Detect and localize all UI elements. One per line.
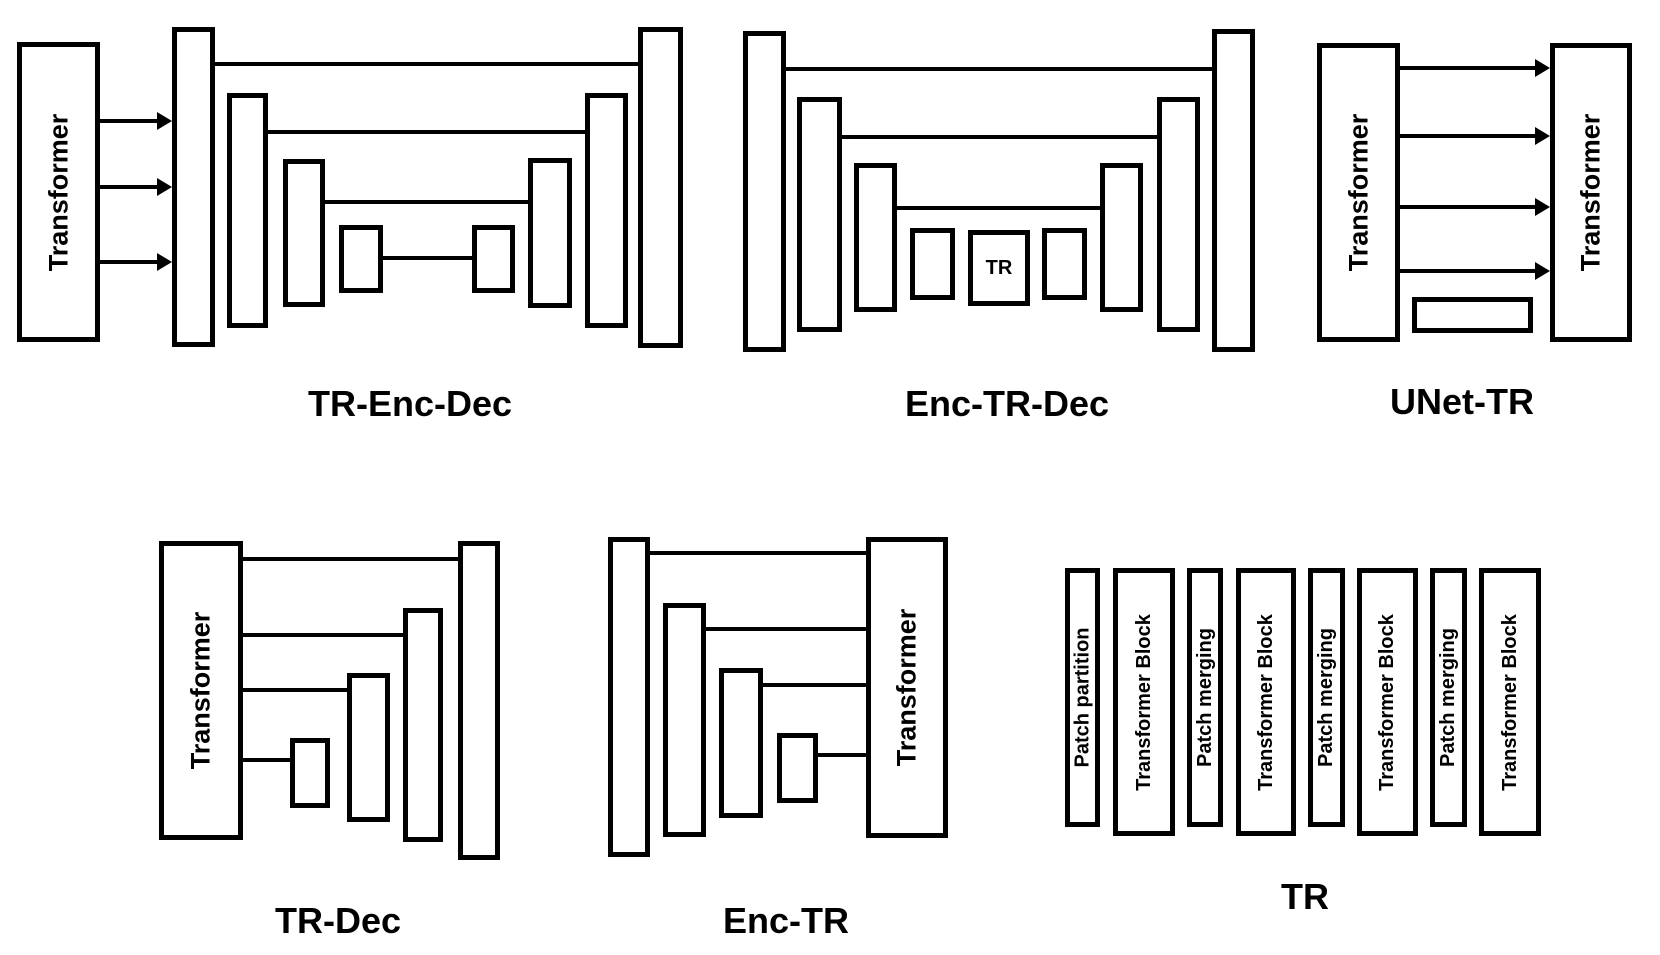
transformer-label: Transformer <box>891 608 922 767</box>
transformer-label: Transformer <box>43 113 73 271</box>
patch-partition-label: Patch partition <box>1071 627 1094 768</box>
encoder-bar-2 <box>663 603 706 837</box>
decoder-bar-2 <box>585 93 628 328</box>
connector-4 <box>818 753 866 757</box>
bottleneck-connection <box>383 256 472 260</box>
connector-1 <box>243 557 458 561</box>
decoder-bar-4 <box>472 225 515 293</box>
decoder-bar-3 <box>347 673 390 822</box>
skip-connection-2 <box>268 130 585 134</box>
transformer-block-label: Transformer Block <box>1254 613 1277 791</box>
tr-pipeline-transformer-block-1: Transformer Block <box>1113 568 1175 836</box>
encoder-bar-1 <box>608 537 650 857</box>
encoder-bar-3 <box>719 668 763 818</box>
decoder-transformer-label: Transformer <box>1575 113 1606 272</box>
transformer-block-label: Transformer Block <box>1498 613 1521 791</box>
connector-2 <box>706 627 866 631</box>
encoder-bar-1 <box>172 27 215 347</box>
connector-3 <box>763 683 866 687</box>
transformer-block-label: Transformer Block <box>1376 613 1399 791</box>
encoder-transformer-box: Transformer <box>1317 43 1400 342</box>
tr-pipeline-patch-merging-1: Patch merging <box>1187 568 1223 827</box>
skip-arrow-1 <box>1400 66 1535 70</box>
skip-connection-1 <box>215 62 638 66</box>
tr-box-label: TR <box>985 256 1013 279</box>
skip-arrow-4 <box>1400 269 1535 273</box>
decoder-bar-2 <box>403 608 443 842</box>
tr-pipeline-transformer-block-3: Transformer Block <box>1357 568 1418 836</box>
decoder-bar-2 <box>1157 97 1200 332</box>
transformer-block-label: Transformer Block <box>1132 613 1155 791</box>
feature-arrow-2 <box>100 185 157 189</box>
tr-box: TR <box>968 230 1030 306</box>
patch-merging-label: Patch merging <box>1315 628 1338 767</box>
bottleneck-bar <box>1412 297 1533 333</box>
decoder-bar-3 <box>528 158 572 308</box>
skip-connection-1 <box>786 67 1212 71</box>
diagram-caption: TR-Enc-Dec <box>307 383 513 424</box>
skip-arrow-3 <box>1400 205 1535 209</box>
diagram-caption: TR-Dec <box>274 900 402 941</box>
encoder-bar-4 <box>777 733 818 803</box>
connector-4 <box>243 758 290 762</box>
transformer-box: Transformer <box>866 537 948 838</box>
bottleneck-bar-right <box>1042 228 1087 300</box>
transformer-box: Transformer <box>17 42 100 342</box>
tr-pipeline-transformer-block-4: Transformer Block <box>1479 568 1541 836</box>
bottleneck-bar-left <box>910 228 955 300</box>
decoder-bar-1 <box>1212 29 1255 352</box>
connector-2 <box>243 633 403 637</box>
encoder-transformer-label: Transformer <box>1343 113 1373 272</box>
transformer-label: Transformer <box>185 611 216 770</box>
tr-pipeline-transformer-block-2: Transformer Block <box>1236 568 1296 836</box>
decoder-bar-3 <box>1100 163 1143 312</box>
encoder-bar-4 <box>339 225 383 293</box>
skip-connection-3 <box>325 200 528 204</box>
encoder-bar-2 <box>227 93 268 328</box>
feature-arrow-1 <box>100 119 157 123</box>
encoder-bar-3 <box>854 163 897 312</box>
feature-arrow-3 <box>100 260 157 264</box>
decoder-bar-1 <box>638 27 683 348</box>
decoder-bar-4 <box>290 738 330 808</box>
transformer-box: Transformer <box>159 541 243 840</box>
tr-pipeline-patch-partition: Patch partition <box>1065 568 1100 827</box>
diagram-caption: UNet-TR <box>1390 381 1534 422</box>
skip-connection-3 <box>897 206 1100 210</box>
decoder-bar-1 <box>458 541 500 860</box>
skip-arrow-2 <box>1400 134 1535 138</box>
patch-merging-label: Patch merging <box>1193 628 1216 767</box>
tr-pipeline-patch-merging-3: Patch merging <box>1430 568 1467 827</box>
encoder-bar-1 <box>743 31 786 352</box>
encoder-bar-3 <box>283 159 325 307</box>
diagram-caption: TR <box>1281 876 1329 917</box>
diagram-caption: Enc-TR-Dec <box>904 383 1110 424</box>
encoder-bar-2 <box>797 97 842 332</box>
connector-3 <box>243 688 347 692</box>
skip-connection-2 <box>842 135 1157 139</box>
tr-pipeline-patch-merging-2: Patch merging <box>1308 568 1345 827</box>
patch-merging-label: Patch merging <box>1437 628 1460 767</box>
diagram-caption: Enc-TR <box>723 900 849 941</box>
connector-1 <box>650 551 866 555</box>
decoder-transformer-box: Transformer <box>1550 43 1632 342</box>
